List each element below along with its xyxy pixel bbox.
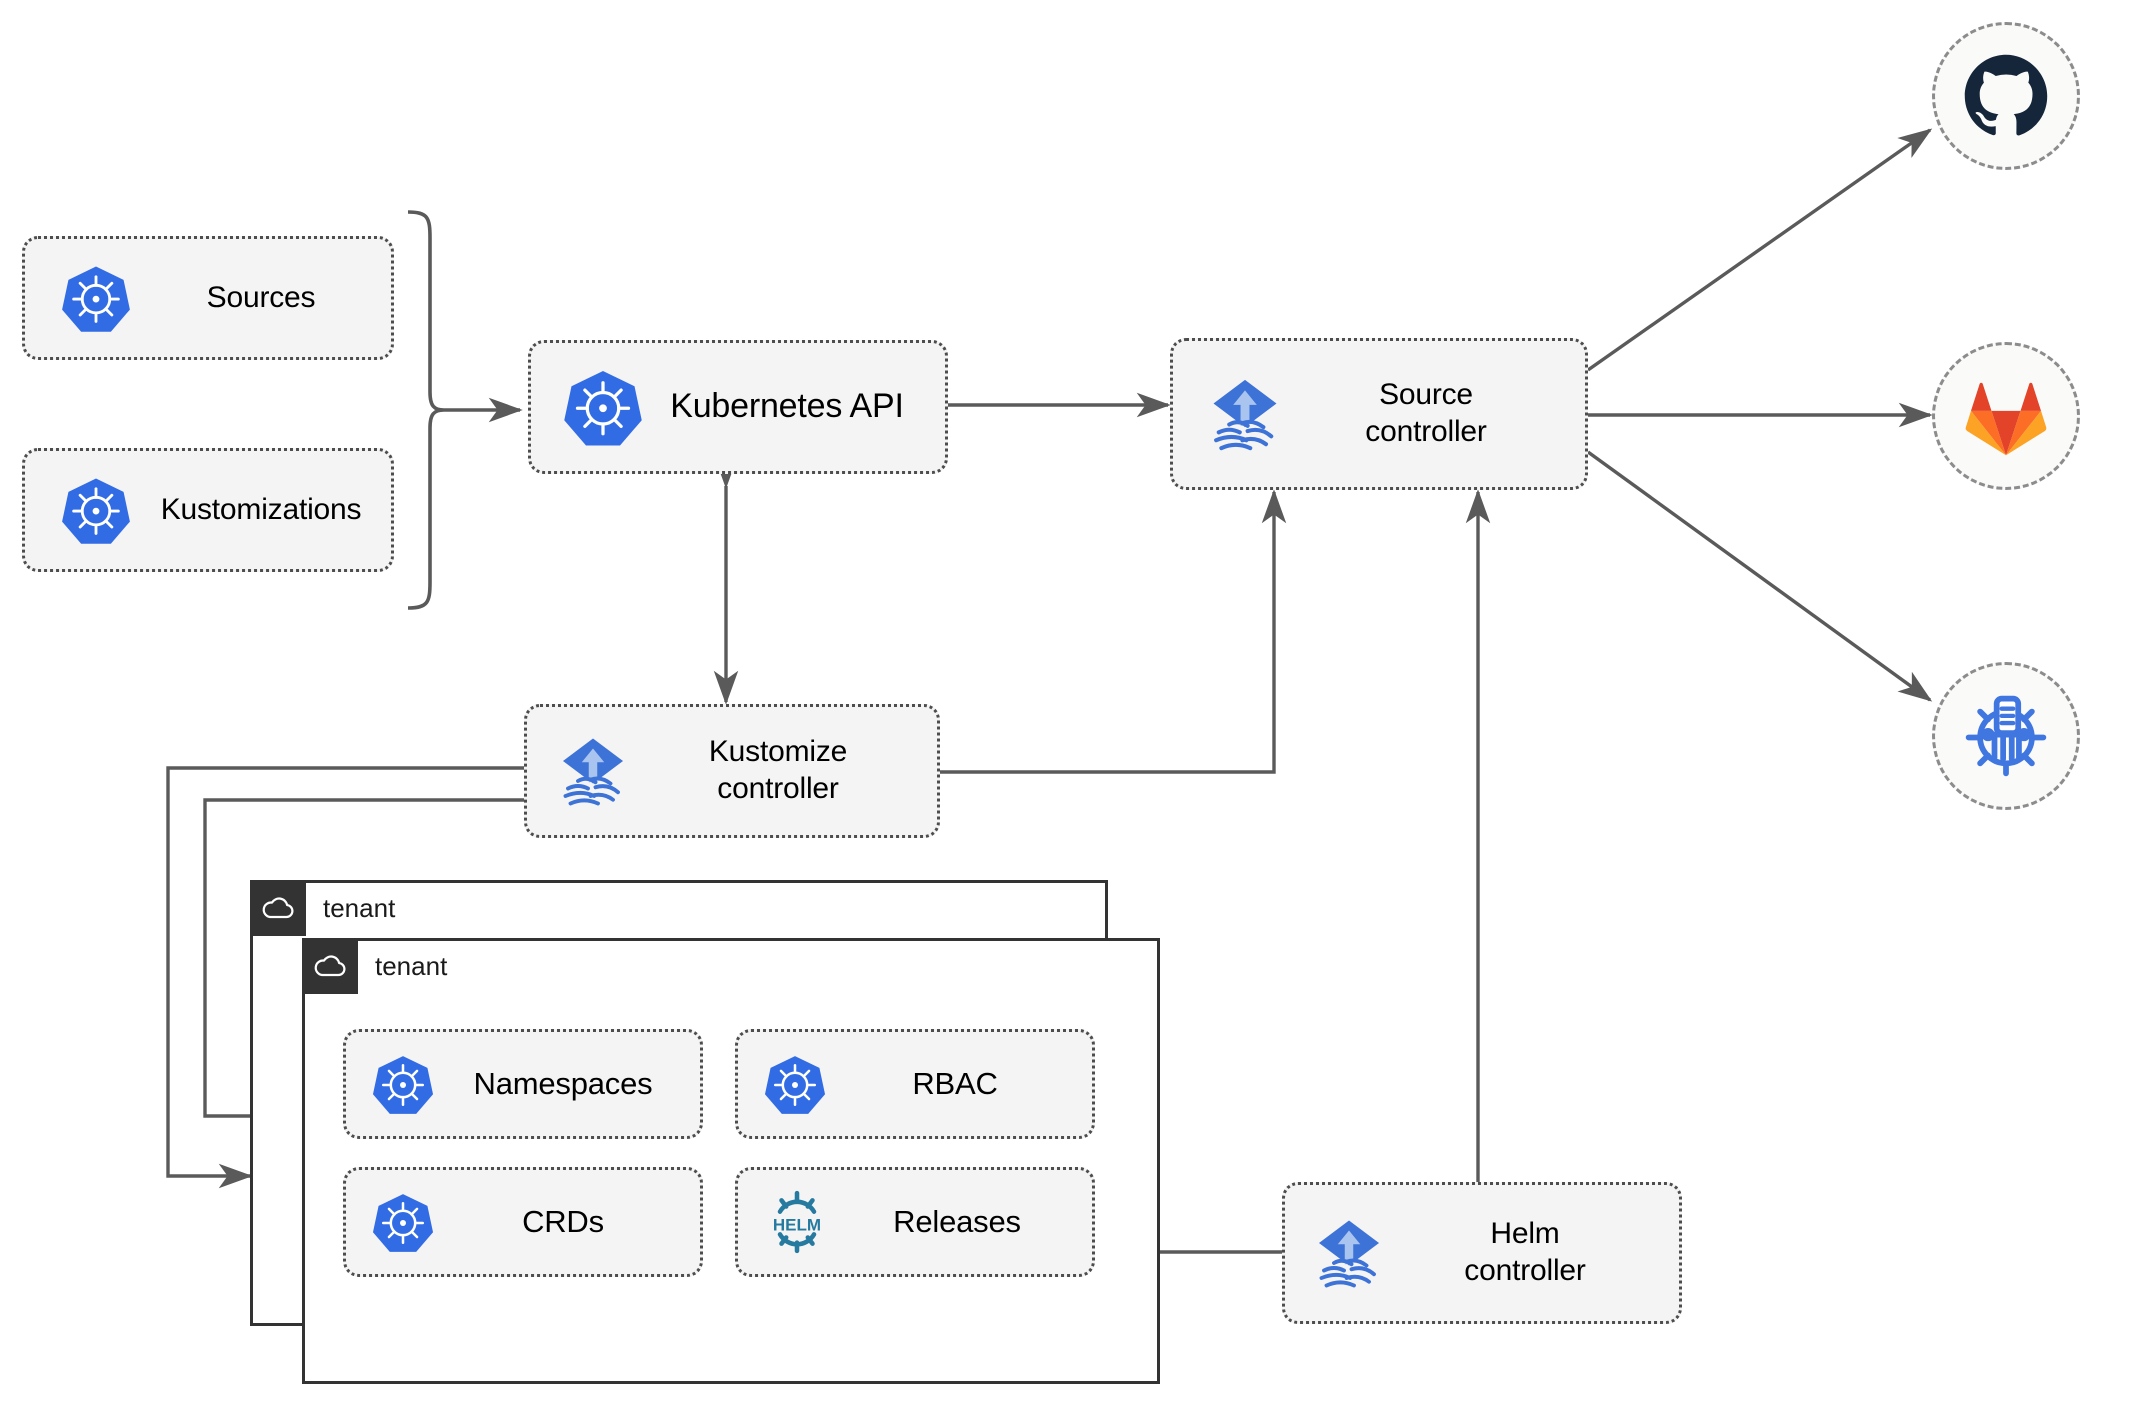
node-label: Kubernetes API [670,387,904,426]
node-kubernetes-api[interactable]: Kubernetes API [528,340,948,474]
node-source-controller[interactable]: Source controller [1170,338,1588,490]
provider-github[interactable] [1932,22,2080,170]
kubernetes-icon [764,1053,826,1115]
tenant-header: tenant [250,880,395,936]
sources-bracket [407,210,445,610]
node-sources[interactable]: Sources [22,236,394,360]
flux-icon [1203,372,1287,456]
helm-repo-icon [1960,690,2052,782]
helm-icon: HELM [764,1189,830,1255]
node-label: Source controller [1365,378,1487,448]
edge-source-github [1587,128,1933,372]
kubernetes-icon [372,1191,434,1253]
node-label: RBAC [912,1066,998,1102]
flux-icon [553,731,633,811]
node-helm-controller[interactable]: Helm controller [1282,1182,1682,1324]
node-releases[interactable]: HELM Releases [735,1167,1095,1277]
provider-helm-repository[interactable] [1932,662,2080,810]
github-icon [1963,53,2049,139]
node-kustomizations[interactable]: Kustomizations [22,448,394,572]
node-label: Helm controller [1464,1217,1586,1287]
tenant-label: tenant [375,951,448,981]
cloud-icon [302,938,358,994]
tenant-header: tenant [302,938,447,994]
svg-text:HELM: HELM [773,1215,821,1234]
node-label: Kustomizations [160,492,362,526]
kubernetes-icon [61,475,131,545]
cloud-icon [250,880,306,936]
edge-source-helmrepo [1587,450,1933,702]
flux-icon [1309,1213,1389,1293]
node-label: CRDs [522,1204,604,1240]
node-label: Sources [206,280,316,314]
tenant-label: tenant [323,893,396,923]
edge-kustomize-source [938,489,1287,774]
node-label: Kustomize controller [708,735,848,805]
node-label: Releases [893,1204,1021,1240]
node-crds[interactable]: CRDs [343,1167,703,1277]
gitlab-icon [1963,375,2049,457]
tenant-inner[interactable]: tenant Namespaces [302,938,1160,1384]
node-namespaces[interactable]: Namespaces [343,1029,703,1139]
node-kustomize-controller[interactable]: Kustomize controller [524,704,940,838]
node-label: Namespaces [473,1066,653,1102]
kubernetes-icon [61,263,131,333]
kubernetes-icon [372,1053,434,1115]
provider-gitlab[interactable] [1932,342,2080,490]
node-rbac[interactable]: RBAC [735,1029,1095,1139]
kubernetes-icon [563,367,643,447]
